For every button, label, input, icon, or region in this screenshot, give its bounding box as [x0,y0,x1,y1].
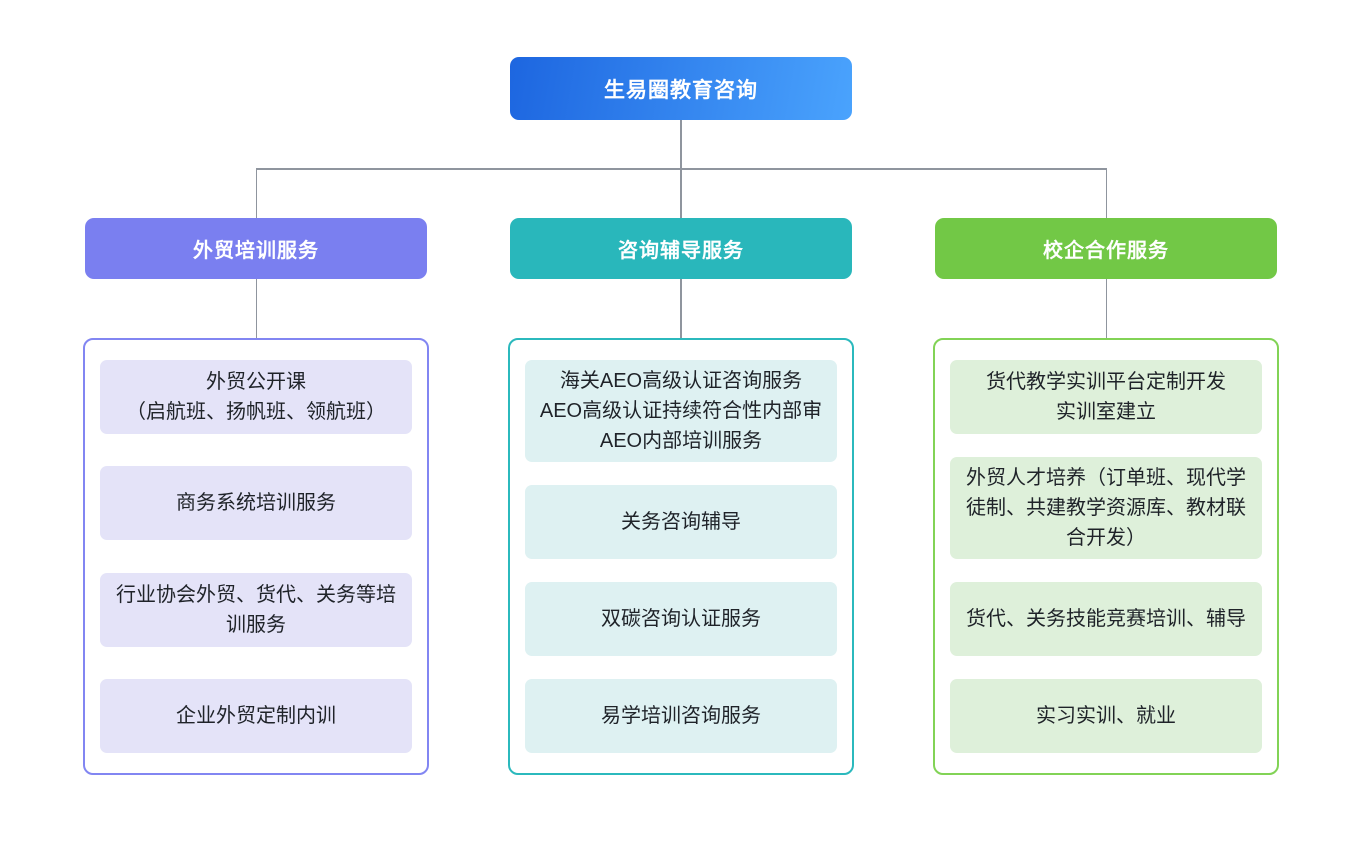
branch-group-consulting-coaching: 海关AEO高级认证咨询服务 AEO高级认证持续符合性内部审 AEO内部培训服务 … [508,338,854,775]
branch-header-label: 咨询辅导服务 [618,240,744,262]
leaf-node: 海关AEO高级认证咨询服务 AEO高级认证持续符合性内部审 AEO内部培训服务 [525,360,837,462]
connector-branch-0-drop [255,168,257,218]
leaf-node: 商务系统培训服务 [100,466,412,541]
root-node: 生易圈教育咨询 [510,57,852,120]
connector-root-stem [680,120,682,168]
connector-group-0-stem [255,279,257,338]
connector-branch-2-drop [1105,168,1107,218]
leaf-node: 外贸公开课 （启航班、扬帆班、领航班） [100,360,412,434]
branch-header-school-enterprise: 校企合作服务 [935,218,1277,279]
connector-branch-1-drop [680,168,682,218]
branch-header-consulting-coaching: 咨询辅导服务 [510,218,852,279]
branch-group-school-enterprise: 货代教学实训平台定制开发 实训室建立 外贸人才培养（订单班、现代学徒制、共建教学… [933,338,1279,775]
connector-group-2-stem [1105,279,1107,338]
leaf-node: 行业协会外贸、货代、关务等培训服务 [100,572,412,647]
leaf-node: 外贸人才培养（订单班、现代学徒制、共建教学资源库、教材联合开发） [950,457,1262,559]
leaf-node: 货代教学实训平台定制开发 实训室建立 [950,360,1262,434]
leaf-node: 货代、关务技能竞赛培训、辅导 [950,582,1262,656]
connector-group-1-stem [680,279,682,338]
branch-group-foreign-trade-training: 外贸公开课 （启航班、扬帆班、领航班） 商务系统培训服务 行业协会外贸、货代、关… [83,338,429,775]
branch-header-label: 外贸培训服务 [193,240,319,262]
branch-header-foreign-trade-training: 外贸培训服务 [85,218,427,279]
branch-header-label: 校企合作服务 [1043,240,1169,262]
leaf-node: 实习实训、就业 [950,679,1262,753]
leaf-node: 双碳咨询认证服务 [525,582,837,656]
leaf-node: 易学培训咨询服务 [525,679,837,753]
root-node-label: 生易圈教育咨询 [604,78,758,102]
leaf-node: 企业外贸定制内训 [100,678,412,753]
leaf-node: 关务咨询辅导 [525,485,837,559]
